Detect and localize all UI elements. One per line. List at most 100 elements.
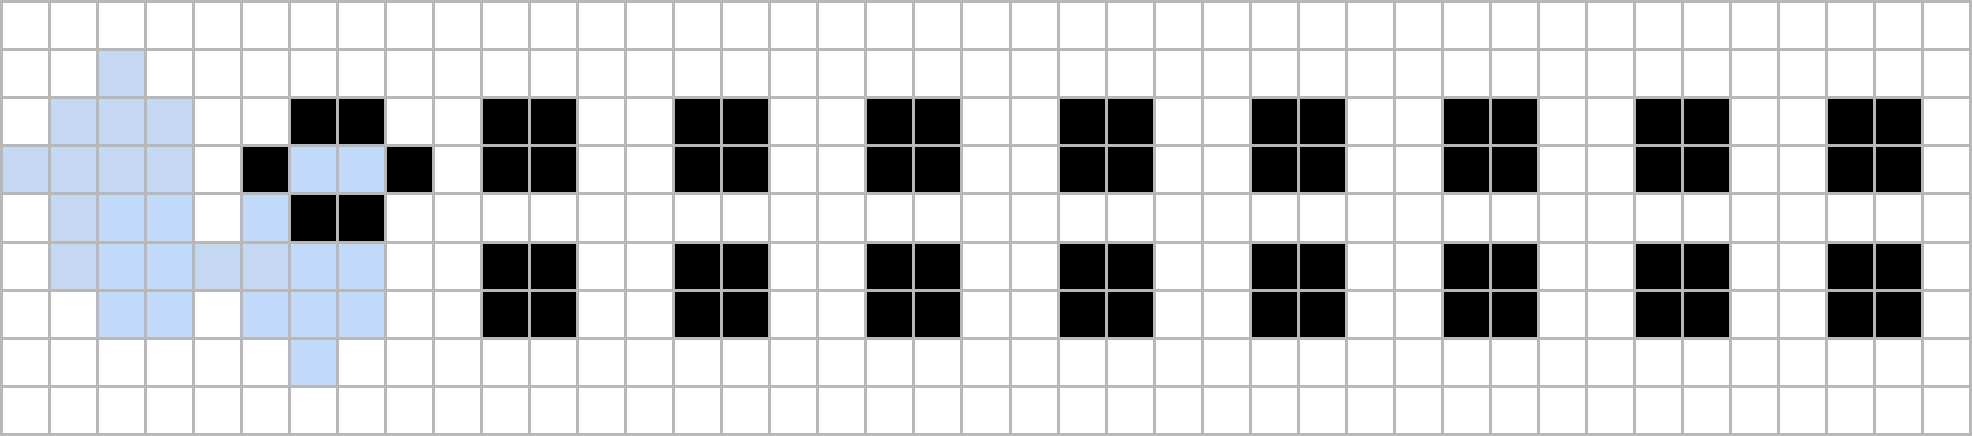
empty-cell[interactable] [867, 387, 913, 433]
empty-cell[interactable] [1875, 3, 1921, 49]
empty-cell[interactable] [1587, 387, 1633, 433]
empty-cell[interactable] [579, 339, 625, 385]
empty-cell[interactable] [1443, 339, 1489, 385]
empty-cell[interactable] [579, 3, 625, 49]
empty-cell[interactable] [1731, 339, 1777, 385]
empty-cell[interactable] [1347, 243, 1393, 289]
black-cell[interactable] [1059, 147, 1105, 193]
empty-cell[interactable] [1827, 387, 1873, 433]
empty-cell[interactable] [1155, 195, 1201, 241]
black-cell[interactable] [1827, 291, 1873, 337]
empty-cell[interactable] [1347, 387, 1393, 433]
empty-cell[interactable] [1203, 291, 1249, 337]
empty-cell[interactable] [291, 387, 337, 433]
empty-cell[interactable] [627, 51, 673, 97]
empty-cell[interactable] [867, 51, 913, 97]
empty-cell[interactable] [723, 195, 769, 241]
empty-cell[interactable] [51, 339, 97, 385]
empty-cell[interactable] [627, 243, 673, 289]
empty-cell[interactable] [771, 243, 817, 289]
black-cell[interactable] [483, 291, 529, 337]
empty-cell[interactable] [1107, 195, 1153, 241]
empty-cell[interactable] [1011, 51, 1057, 97]
blue-cell[interactable] [147, 243, 193, 289]
black-cell[interactable] [867, 291, 913, 337]
empty-cell[interactable] [51, 387, 97, 433]
empty-cell[interactable] [819, 99, 865, 145]
empty-cell[interactable] [1923, 51, 1969, 97]
empty-cell[interactable] [819, 339, 865, 385]
black-cell[interactable] [1299, 291, 1345, 337]
black-cell[interactable] [723, 243, 769, 289]
empty-cell[interactable] [1347, 195, 1393, 241]
empty-cell[interactable] [1299, 339, 1345, 385]
empty-cell[interactable] [1587, 195, 1633, 241]
empty-cell[interactable] [915, 195, 961, 241]
empty-cell[interactable] [1203, 147, 1249, 193]
light-blue-cell[interactable] [147, 147, 193, 193]
empty-cell[interactable] [1107, 387, 1153, 433]
black-cell[interactable] [1635, 243, 1681, 289]
black-cell[interactable] [1251, 243, 1297, 289]
empty-cell[interactable] [51, 291, 97, 337]
empty-cell[interactable] [1923, 99, 1969, 145]
light-blue-cell[interactable] [147, 99, 193, 145]
empty-cell[interactable] [1923, 387, 1969, 433]
empty-cell[interactable] [1635, 387, 1681, 433]
empty-cell[interactable] [1731, 195, 1777, 241]
empty-cell[interactable] [579, 195, 625, 241]
empty-cell[interactable] [1683, 387, 1729, 433]
empty-cell[interactable] [1683, 195, 1729, 241]
empty-cell[interactable] [1731, 387, 1777, 433]
empty-cell[interactable] [51, 3, 97, 49]
empty-cell[interactable] [1347, 51, 1393, 97]
empty-cell[interactable] [771, 387, 817, 433]
empty-cell[interactable] [1299, 51, 1345, 97]
empty-cell[interactable] [1731, 51, 1777, 97]
empty-cell[interactable] [195, 99, 241, 145]
empty-cell[interactable] [579, 51, 625, 97]
empty-cell[interactable] [483, 3, 529, 49]
empty-cell[interactable] [1155, 147, 1201, 193]
empty-cell[interactable] [195, 387, 241, 433]
empty-cell[interactable] [1539, 3, 1585, 49]
black-cell[interactable] [1683, 291, 1729, 337]
empty-cell[interactable] [435, 99, 481, 145]
black-cell[interactable] [1635, 291, 1681, 337]
empty-cell[interactable] [387, 51, 433, 97]
empty-cell[interactable] [1011, 339, 1057, 385]
empty-cell[interactable] [387, 291, 433, 337]
empty-cell[interactable] [1203, 195, 1249, 241]
black-cell[interactable] [1299, 99, 1345, 145]
empty-cell[interactable] [1011, 3, 1057, 49]
empty-cell[interactable] [675, 195, 721, 241]
empty-cell[interactable] [339, 339, 385, 385]
empty-cell[interactable] [963, 147, 1009, 193]
empty-cell[interactable] [579, 243, 625, 289]
light-blue-cell[interactable] [99, 99, 145, 145]
empty-cell[interactable] [1059, 387, 1105, 433]
light-blue-cell[interactable] [51, 147, 97, 193]
empty-cell[interactable] [1491, 339, 1537, 385]
empty-cell[interactable] [339, 3, 385, 49]
empty-cell[interactable] [1539, 195, 1585, 241]
empty-cell[interactable] [1923, 3, 1969, 49]
empty-cell[interactable] [1107, 339, 1153, 385]
empty-cell[interactable] [771, 99, 817, 145]
empty-cell[interactable] [1443, 387, 1489, 433]
black-cell[interactable] [1635, 99, 1681, 145]
empty-cell[interactable] [819, 3, 865, 49]
empty-cell[interactable] [1587, 99, 1633, 145]
empty-cell[interactable] [1779, 195, 1825, 241]
black-cell[interactable] [723, 147, 769, 193]
empty-cell[interactable] [1587, 3, 1633, 49]
empty-cell[interactable] [1203, 51, 1249, 97]
empty-cell[interactable] [1251, 51, 1297, 97]
empty-cell[interactable] [99, 387, 145, 433]
black-cell[interactable] [1827, 243, 1873, 289]
black-cell[interactable] [291, 195, 337, 241]
empty-cell[interactable] [387, 339, 433, 385]
black-cell[interactable] [531, 147, 577, 193]
light-blue-cell[interactable] [51, 195, 97, 241]
empty-cell[interactable] [1635, 3, 1681, 49]
